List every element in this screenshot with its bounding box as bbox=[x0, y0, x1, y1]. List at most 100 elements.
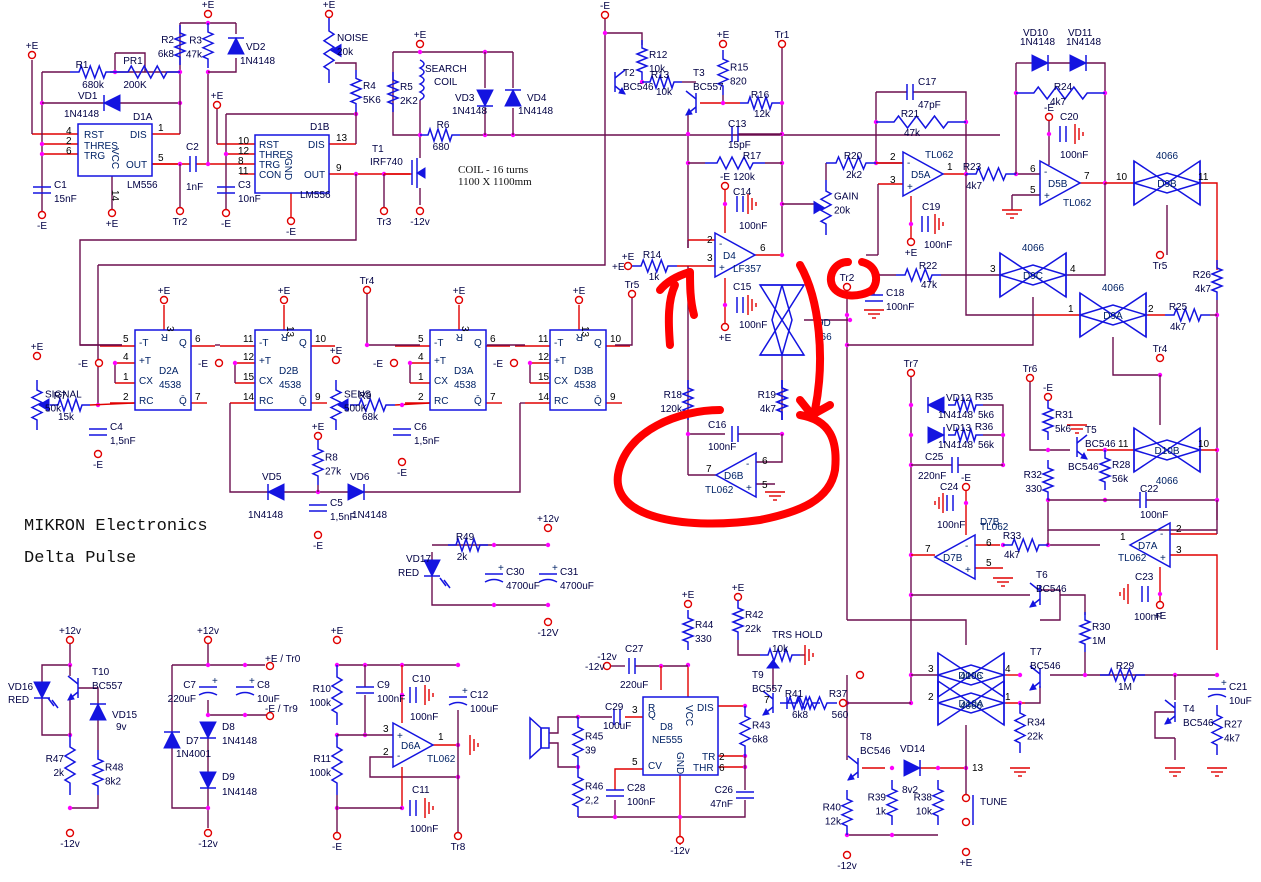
opamp-minus: - bbox=[1044, 167, 1047, 178]
switch-inner bbox=[1079, 304, 1149, 326]
capacitor-ref: C1 bbox=[54, 180, 67, 191]
capacitor-value: 100nF bbox=[627, 797, 655, 808]
diode-D8 bbox=[199, 721, 217, 740]
resistor-value: 4k7 bbox=[966, 181, 983, 192]
wire bbox=[847, 297, 1034, 346]
pin-number: 4 bbox=[1005, 664, 1011, 675]
resistor-__ bbox=[329, 380, 343, 430]
switch-ref: D10C bbox=[958, 671, 984, 682]
terminal-pos bbox=[27, 50, 37, 60]
resistor-__ bbox=[30, 380, 44, 430]
pin-number: 5 bbox=[762, 480, 768, 491]
pin-number: 13 bbox=[579, 326, 590, 338]
junction-dot bbox=[39, 151, 45, 157]
junction-dot bbox=[889, 765, 895, 771]
diode-value: 1N4148 bbox=[352, 510, 387, 521]
ic-part: NE555 bbox=[652, 735, 683, 746]
opamp-plus: + bbox=[746, 483, 752, 494]
pin-number: 11 bbox=[1118, 439, 1129, 450]
capacitor-ref: C27 bbox=[625, 644, 644, 655]
transistor-ref: T6 bbox=[1036, 570, 1048, 581]
opamp-part: TL062 bbox=[1118, 553, 1147, 564]
opamp-part: TL062 bbox=[925, 150, 954, 161]
opamp-ref: D5A bbox=[911, 170, 931, 181]
pin-number: 9 bbox=[336, 163, 342, 174]
resistor-ref: R10 bbox=[313, 684, 332, 695]
testpoint-Tr5-label: Tr5 bbox=[1153, 261, 1168, 272]
polarity-mark: + bbox=[1221, 678, 1227, 689]
capacitor-plate-curved bbox=[235, 691, 255, 696]
led-light-icon bbox=[439, 577, 451, 589]
capacitor-ref: C20 bbox=[1060, 112, 1079, 123]
pin-name: +T bbox=[259, 356, 271, 367]
resistor-R33 bbox=[1003, 536, 1048, 554]
diode-ref: VD15 bbox=[112, 710, 137, 721]
wire bbox=[1047, 500, 1217, 531]
terminal-pos bbox=[203, 9, 213, 19]
pin-number: 1 bbox=[123, 372, 129, 383]
diode-value: 1N4148 bbox=[938, 410, 973, 421]
pin-number: 13 bbox=[284, 326, 295, 338]
resistor-ref: R36 bbox=[975, 422, 994, 433]
junction-dot bbox=[112, 360, 118, 366]
pin-number: 3 bbox=[383, 724, 389, 735]
transistor-ref: T7 bbox=[1030, 647, 1042, 658]
terminal-pos-label: +E bbox=[719, 333, 732, 344]
resistor-ref: R34 bbox=[1027, 718, 1046, 729]
opamp-plus: + bbox=[719, 263, 725, 274]
pin-name: DIS bbox=[130, 130, 147, 141]
resistor-value: 47k bbox=[904, 128, 921, 139]
pin-number: 7 bbox=[490, 392, 496, 403]
resistor-R13 bbox=[642, 73, 682, 91]
resistor-R24 bbox=[1016, 85, 1105, 101]
junction-dot bbox=[67, 805, 73, 811]
resistor-ref: R1 bbox=[76, 60, 89, 71]
resistor-R36 bbox=[948, 426, 983, 444]
terminal-pos bbox=[324, 9, 334, 19]
pot-name: TRS HOLD bbox=[772, 630, 823, 641]
ic-D3B bbox=[549, 329, 607, 411]
transistor-value: BC557 bbox=[693, 82, 724, 93]
capacitor-value: 100nF bbox=[708, 442, 736, 453]
pin-number: 7 bbox=[925, 544, 931, 555]
testpoint-Tr8 bbox=[453, 831, 463, 841]
pin-number: 5 bbox=[1030, 185, 1036, 196]
pin-number: 2 bbox=[1148, 304, 1154, 315]
resistor-R15 bbox=[716, 50, 730, 95]
terminal-pos-label: +E bbox=[202, 0, 215, 11]
pin-name: RC bbox=[554, 396, 568, 407]
capacitor-ref: C22 bbox=[1140, 484, 1159, 495]
terminal-pos-label: +E bbox=[31, 342, 44, 353]
testpoint-Tr8-label: Tr8 bbox=[451, 842, 466, 853]
pin-name: Q bbox=[648, 710, 656, 721]
junction-dot bbox=[779, 100, 785, 106]
diode-ref: VD10 bbox=[1023, 28, 1048, 39]
terminal-neg-label: -E bbox=[198, 359, 208, 370]
terminal-label: +E bbox=[612, 262, 625, 273]
pin-name: Q̄ bbox=[299, 394, 307, 407]
resistor-R40 bbox=[840, 790, 854, 835]
transistor-value: BC546 bbox=[860, 746, 891, 757]
resistor-R27 bbox=[1210, 705, 1224, 755]
terminal-pos-label: +E bbox=[211, 91, 224, 102]
pin-name: GND bbox=[674, 752, 685, 774]
transistor-ref: T3 bbox=[693, 68, 705, 79]
junction-dot bbox=[407, 360, 413, 366]
coil-note: 1100 X 1100mm bbox=[458, 176, 532, 188]
pin-number: 7 bbox=[1084, 171, 1090, 182]
pin-name: GND bbox=[282, 158, 293, 180]
pot-wiper-arrow bbox=[813, 200, 825, 215]
terminal-pos-label: +E bbox=[717, 30, 730, 41]
terminal-pos-label: +E bbox=[323, 0, 336, 11]
lead bbox=[1200, 182, 1218, 270]
junction-dot bbox=[545, 542, 551, 548]
junction-dot bbox=[908, 221, 914, 227]
terminal-pos bbox=[720, 322, 730, 332]
terminal-pos bbox=[623, 261, 633, 271]
coil-note: COIL - 16 turns bbox=[458, 164, 528, 176]
pin-number: 4 bbox=[1070, 264, 1076, 275]
pin-number: 7 bbox=[764, 695, 770, 706]
pin-name: Q̄ bbox=[474, 394, 482, 407]
resistor-value: 39 bbox=[585, 746, 597, 757]
resistor-value: 100k bbox=[309, 768, 332, 779]
